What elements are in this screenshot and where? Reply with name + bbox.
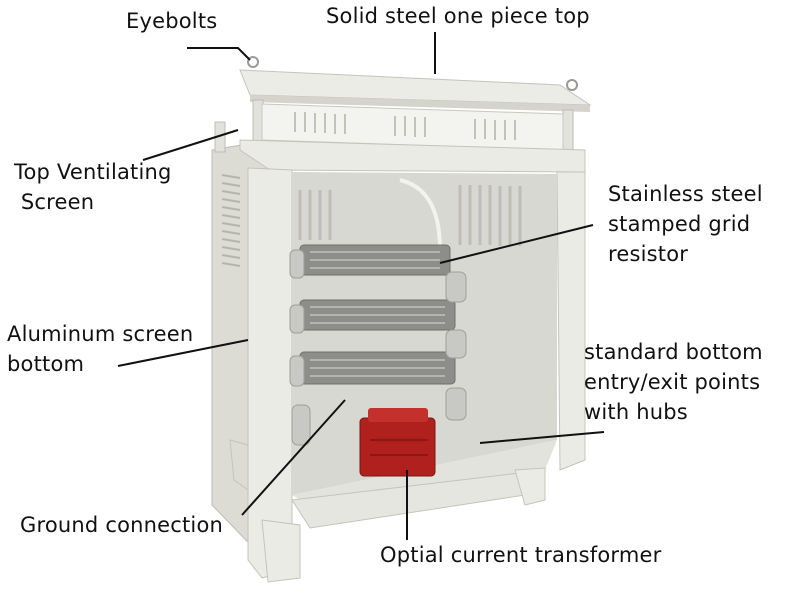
leader-top-screen [142, 129, 239, 161]
foot-right [514, 467, 546, 506]
label-eyebolts: Eyebolts [126, 9, 218, 33]
leader-eyebolts [187, 47, 251, 61]
ceramic-insulators [289, 249, 467, 446]
label-current-transformer: Optial current transformer [380, 543, 662, 567]
optical-current-transformer [359, 408, 436, 477]
label-bottom-entry-line1: standard bottom [584, 340, 763, 364]
label-aluminum-bottom-line1: Aluminum screen [7, 322, 194, 346]
resistor-cabinet-illustration [211, 56, 592, 583]
label-grid-resistor-line2: stamped grid [608, 212, 751, 236]
solid-top-lid-edge [250, 95, 590, 112]
leader-grid-resistor [439, 224, 594, 264]
transformer-body [359, 417, 436, 477]
top-post-right [562, 109, 574, 151]
label-grid-resistor-line3: resistor [608, 242, 689, 266]
interior-louvers [298, 185, 522, 246]
front-frame-left-post [247, 167, 293, 579]
label-bottom-entry-line3: with hubs [584, 400, 688, 424]
front-frame-right-post [556, 171, 586, 471]
top-screen-slots [294, 112, 516, 140]
eyebolt-right [566, 79, 578, 91]
leader-ground-connection [241, 399, 346, 516]
label-top-ventilating-screen-line2: Screen [14, 190, 95, 214]
foot-left [261, 519, 301, 583]
label-aluminum-bottom-line2: bottom [7, 352, 85, 376]
front-frame-top [239, 139, 586, 173]
transformer-top [368, 408, 428, 422]
foot-back [229, 439, 249, 491]
label-bottom-entry-line2: entry/exit points [584, 370, 761, 394]
label-grid-resistor-line1: Stainless steel [608, 182, 763, 206]
label-top-ventilating-screen-line1: Top Ventilating [14, 160, 172, 184]
side-louvers [221, 174, 241, 267]
leader-bottom-entry [479, 431, 605, 444]
feed-cable [399, 178, 442, 251]
stamped-grid-resistor [299, 244, 456, 385]
leader-aluminum-bottom [117, 339, 249, 367]
eyebolt-left [247, 56, 259, 68]
label-ground-connection: Ground connection [20, 513, 224, 537]
label-solid-steel-top: Solid steel one piece top [326, 4, 590, 28]
leader-lines [117, 32, 605, 540]
